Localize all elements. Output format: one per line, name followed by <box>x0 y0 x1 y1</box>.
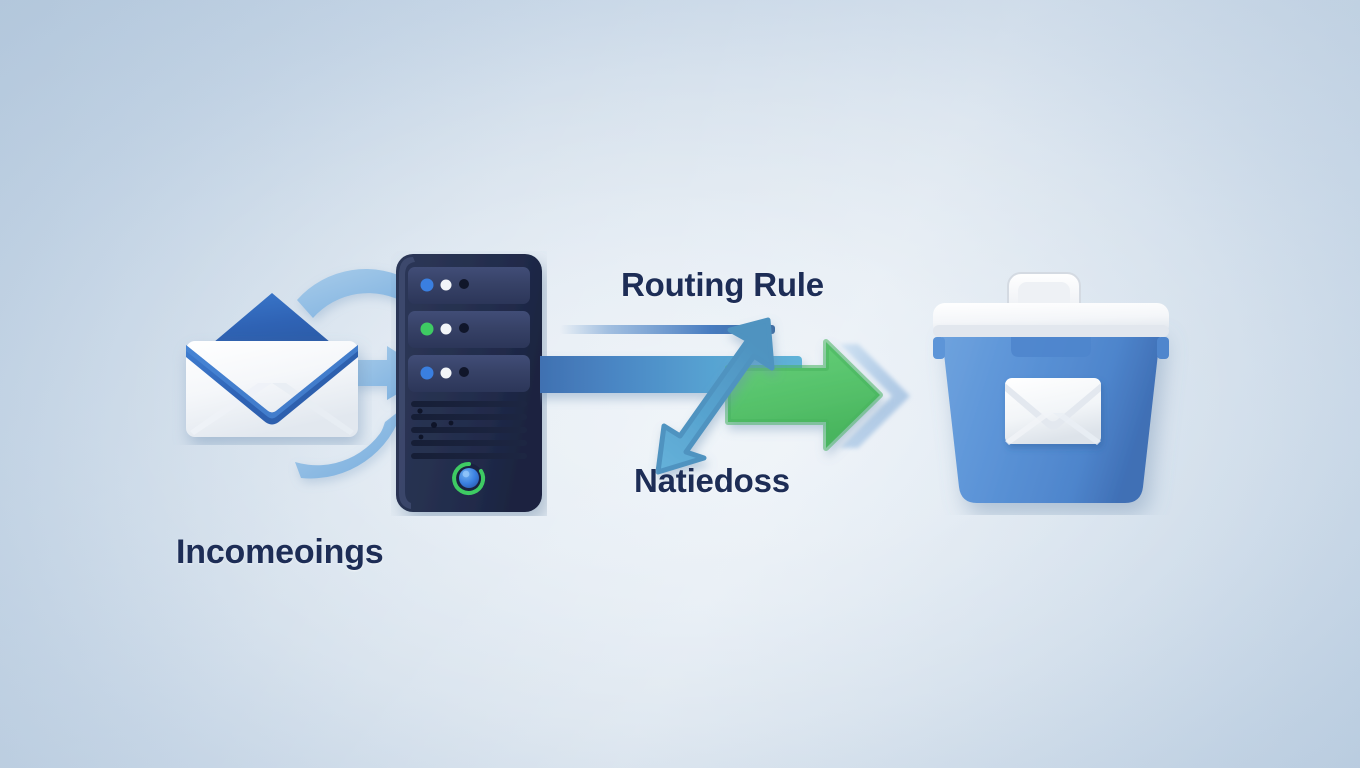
led-white-1 <box>440 279 452 291</box>
envelope-icon <box>186 293 358 437</box>
delivery-arrow <box>725 339 883 451</box>
label-incoming: Incomeoings <box>176 533 384 571</box>
led-off-3 <box>459 367 469 377</box>
server-vents <box>411 401 527 459</box>
led-off-2 <box>459 323 469 333</box>
server-bay-3 <box>408 355 530 392</box>
flow-arrows-group <box>540 317 910 475</box>
ghost-chevron <box>840 344 910 448</box>
label-routing-rule: Routing Rule <box>621 266 824 303</box>
led-white-2 <box>440 323 452 335</box>
envelope-body <box>186 341 358 437</box>
led-off-1 <box>459 279 469 289</box>
envelope-front-lip <box>186 345 358 425</box>
led-blue-1 <box>420 278 434 292</box>
power-button[interactable] <box>452 461 486 495</box>
sync-arc-lower <box>295 408 403 479</box>
server-tower-icon <box>396 254 542 512</box>
mailbox-lid <box>933 303 1169 337</box>
mailbox-envelope-badge <box>1005 378 1101 445</box>
server-bay-1 <box>408 267 530 304</box>
mailbox-icon <box>933 272 1169 503</box>
bidirectional-diagonal-arrow <box>655 317 775 475</box>
led-white-3 <box>440 367 452 379</box>
sync-arc-middle <box>350 346 431 400</box>
flow-bar-thin <box>560 325 775 334</box>
label-nation: Natiedoss <box>634 462 790 499</box>
led-green-2 <box>420 322 434 336</box>
server-bay-2 <box>408 311 530 348</box>
power-ring-glow <box>452 461 486 495</box>
led-blue-3 <box>420 366 434 380</box>
